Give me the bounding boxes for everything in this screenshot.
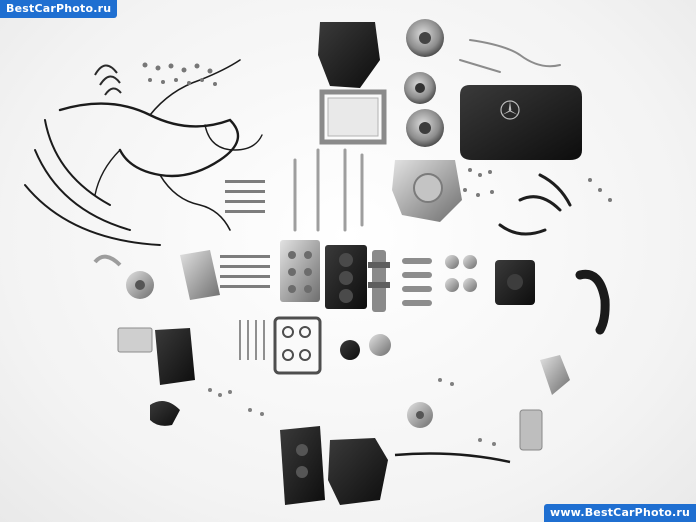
intake-manifold: [280, 426, 325, 505]
head-bolts: [239, 320, 265, 360]
engine-cover: [460, 85, 582, 160]
small-fasteners-right: [463, 168, 612, 202]
oil-sump: [318, 22, 387, 145]
ecu-module: [117, 327, 153, 353]
small-fasteners-bottom: [208, 378, 496, 446]
air-intake-pipe: [575, 269, 610, 335]
alternator: [407, 402, 433, 428]
right-brackets: [519, 355, 570, 451]
drive-belt: [394, 452, 511, 464]
small-fasteners-top: [142, 62, 217, 86]
water-pump: [340, 334, 391, 360]
pistons: [445, 255, 477, 292]
black-cover-left: [150, 328, 195, 426]
connecting-rods: [402, 258, 432, 306]
gasket: [273, 316, 322, 375]
hose-clamps: [94, 64, 122, 96]
hoses-right: [498, 173, 572, 236]
watermark-top-left: BestCarPhoto.ru: [0, 0, 118, 18]
engine-block: [325, 245, 367, 309]
crankshaft: [368, 250, 390, 312]
flywheel-housing: [392, 160, 462, 222]
exhaust-manifold: [180, 250, 220, 300]
throttle-body: [495, 260, 535, 305]
watermark-bottom-right: www.BestCarPhoto.ru: [543, 504, 696, 522]
dipstick-and-tubes: [459, 39, 561, 73]
camshafts: [293, 148, 364, 232]
wiring-harness: [24, 59, 263, 246]
clutch-discs: [404, 19, 444, 147]
mercedes-star-icon: [500, 100, 520, 120]
turbocharger: [93, 254, 154, 299]
lower-black-cover: [328, 438, 388, 505]
cylinder-head: [280, 240, 320, 302]
valve-rows: [220, 180, 270, 288]
